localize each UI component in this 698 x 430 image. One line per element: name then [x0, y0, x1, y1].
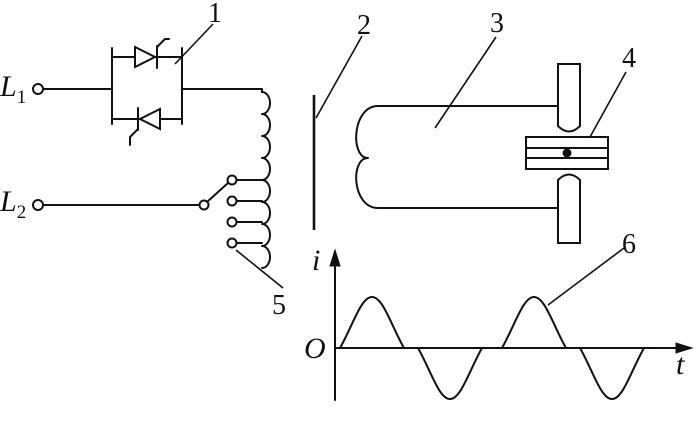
terminal-l1-subscript: 1 — [17, 87, 27, 108]
callout-6: 6 — [622, 229, 636, 260]
y-axis-arrow — [329, 248, 341, 267]
thyristor-bottom — [137, 107, 161, 131]
switch-blade — [206, 182, 229, 203]
terminal-l1: L1 — [0, 70, 44, 108]
terminal-l2-letter: L — [0, 185, 17, 218]
welding-electrodes — [525, 63, 609, 244]
svg-text:L2: L2 — [0, 185, 26, 223]
callouts: 1 2 3 4 5 6 — [174, 0, 636, 321]
callout-3: 3 — [490, 8, 504, 39]
callout-5: 5 — [272, 290, 286, 321]
current-wave — [334, 296, 653, 400]
tap-contact-2 — [226, 195, 238, 207]
thyristor-top — [134, 45, 158, 69]
secondary-loop — [355, 105, 559, 209]
switch-pivot — [198, 199, 210, 211]
wires — [42, 88, 263, 206]
terminal-l1-letter: L — [0, 70, 17, 103]
callout-1: 1 — [208, 0, 222, 29]
tap-contact-3 — [226, 216, 238, 228]
callout-4: 4 — [622, 43, 636, 74]
tap-contact-4 — [226, 237, 238, 249]
tap-contact-1 — [226, 174, 238, 186]
upper-electrode — [557, 63, 581, 133]
x-axis-label: t — [676, 348, 685, 381]
tap-switch — [198, 174, 238, 249]
terminal-l2-node — [32, 199, 44, 211]
y-axis-label: i — [312, 244, 320, 277]
origin-label: O — [304, 332, 326, 365]
callout-2: 2 — [357, 10, 371, 41]
lower-electrode — [557, 173, 581, 244]
terminal-l1-node — [32, 83, 44, 95]
svg-text:L1: L1 — [0, 70, 26, 108]
weld-nugget — [562, 148, 572, 158]
terminal-l2-subscript: 2 — [17, 202, 27, 223]
anti-parallel-thyristors — [111, 38, 183, 146]
current-waveform-graph: i t O — [304, 244, 694, 401]
terminal-l2: L2 — [0, 185, 44, 223]
transformer-primary-winding — [235, 91, 271, 269]
x-axis-arrow — [675, 342, 694, 354]
